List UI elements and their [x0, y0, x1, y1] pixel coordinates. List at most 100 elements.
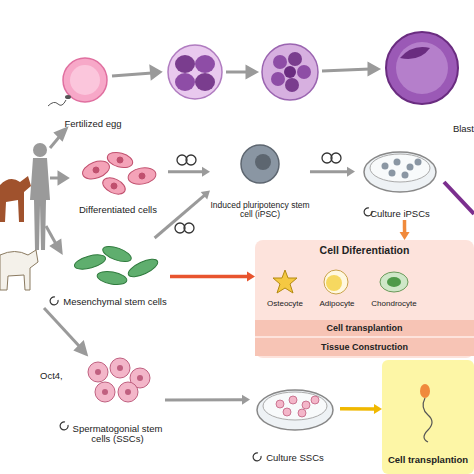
ipsc-dish: [364, 152, 436, 192]
cleavage-embryo: [168, 45, 222, 99]
differentiated-cells: [100, 175, 128, 198]
flow-arrow: [400, 220, 410, 240]
culture-cycle-icons: [50, 297, 58, 305]
ssc-cells: [95, 369, 101, 375]
flow-arrow: [155, 191, 210, 238]
ssc-cells: [95, 365, 143, 395]
annotation-label: Oct4,: [40, 370, 63, 381]
arrow-head: [247, 272, 255, 282]
differentiated-cells: [106, 150, 135, 170]
animal-silhouettes: [0, 176, 31, 222]
ipsc-dish: [415, 159, 422, 166]
ssc-cells: [118, 382, 138, 402]
ipsc-dish: [370, 154, 430, 182]
differentiated-cells: [117, 157, 123, 163]
cell-icons: [387, 277, 401, 287]
node-text: Cell transplantion: [326, 323, 402, 333]
node-text: Culture SSCs: [266, 453, 324, 464]
flow-arrow: [340, 404, 382, 414]
node-text: Chondrocyte: [371, 300, 416, 309]
cell-icons: [326, 275, 342, 291]
ssc-dish: [302, 401, 310, 409]
cell-node: Mesenchymal stem cells: [60, 238, 170, 308]
morula: [271, 72, 285, 86]
egg-node: Fertilized egg: [48, 52, 138, 130]
culture-cycle-icons: [50, 208, 372, 461]
purple-arrow: [444, 182, 474, 214]
differentiated-cells: [127, 166, 157, 187]
plasmid-symbols: [331, 153, 341, 163]
morula: [262, 44, 318, 100]
morula: [288, 52, 302, 66]
ssc-dish: [263, 392, 327, 420]
purple-arrow: [444, 182, 474, 214]
embryo-arrows: [112, 73, 152, 76]
cell-icons: [380, 272, 408, 292]
source-arrows: [76, 343, 86, 354]
plasmid-symbols: [322, 153, 332, 163]
cell-type: Adipocyte: [312, 265, 362, 309]
node-text: Induced pluripotency stem cell (iPSC): [210, 201, 310, 220]
cell-type: Chondrocyte: [365, 265, 423, 309]
differentiated-cells: [111, 183, 117, 189]
differentiation-box: Cell DiferentiationOsteocyteAdipocyteCho…: [255, 240, 474, 358]
blastocyst: [396, 42, 448, 94]
morula: [297, 65, 311, 79]
ipsc-dish: [407, 164, 414, 171]
source-arrows: [44, 308, 80, 347]
node-text: Osteocyte: [267, 300, 303, 309]
blastocyst: [386, 32, 458, 104]
ssc-dish: [276, 396, 319, 417]
fertilized-egg: [65, 95, 71, 99]
flow-arrow: [168, 167, 210, 177]
node-text: Tissue Construction: [321, 342, 408, 352]
ipsc-dish: [382, 159, 422, 179]
animal-silhouettes: [0, 250, 38, 290]
embryo-arrows: [151, 67, 160, 78]
culture-cycle-icons: [253, 453, 261, 461]
embryo-arrows: [322, 69, 370, 71]
ssc-cells: [88, 362, 108, 382]
blastocyst-node: Blast: [398, 25, 474, 135]
ssc-cells: [110, 358, 130, 378]
morula: [262, 44, 318, 100]
node-text: Mesenchymal stem cells: [63, 297, 166, 308]
flow-arrow: [165, 395, 250, 405]
msc-cells: [101, 243, 133, 265]
ssc-cells: [95, 382, 115, 402]
arrow-line: [168, 170, 203, 173]
source-arrows: [50, 177, 60, 180]
differentiated-cells: [93, 167, 99, 173]
sperm: [423, 398, 432, 442]
differentiated-cells: [80, 158, 112, 183]
embryo-arrows: [247, 67, 256, 77]
plasmid-symbols: [175, 223, 185, 233]
source-arrows: [59, 173, 67, 183]
cell-node: Spermatogonial stem cells (SSCs): [70, 355, 165, 445]
fertilized-egg: [48, 100, 66, 106]
ipsc-dish: [394, 159, 401, 166]
embryo-arrows: [112, 64, 378, 78]
ssc-dish: [257, 390, 333, 430]
cell-icons: [273, 270, 408, 294]
ssc-cells: [117, 365, 123, 371]
node-text: Adipocyte: [319, 300, 354, 309]
source-arrows: [50, 136, 60, 148]
ipsc-cell: [241, 145, 279, 183]
cleavage-embryo: [195, 55, 215, 73]
node-text: Blast: [453, 124, 474, 135]
sperm: [420, 384, 432, 442]
arrow-line: [155, 195, 205, 238]
node-text: Spermatogonial stem cells (SSCs): [70, 424, 165, 445]
cleavage-embryo: [168, 45, 222, 99]
msc-cells: [96, 269, 128, 286]
ssc-dish: [257, 390, 333, 430]
culture-cycle-icons: [60, 422, 68, 430]
arrow-line: [340, 407, 375, 411]
embryo-arrows: [226, 71, 248, 74]
culture-cycle-icons: [364, 208, 372, 216]
morula: [273, 55, 287, 69]
sperm: [420, 384, 430, 398]
ipsc-dish: [389, 170, 396, 177]
